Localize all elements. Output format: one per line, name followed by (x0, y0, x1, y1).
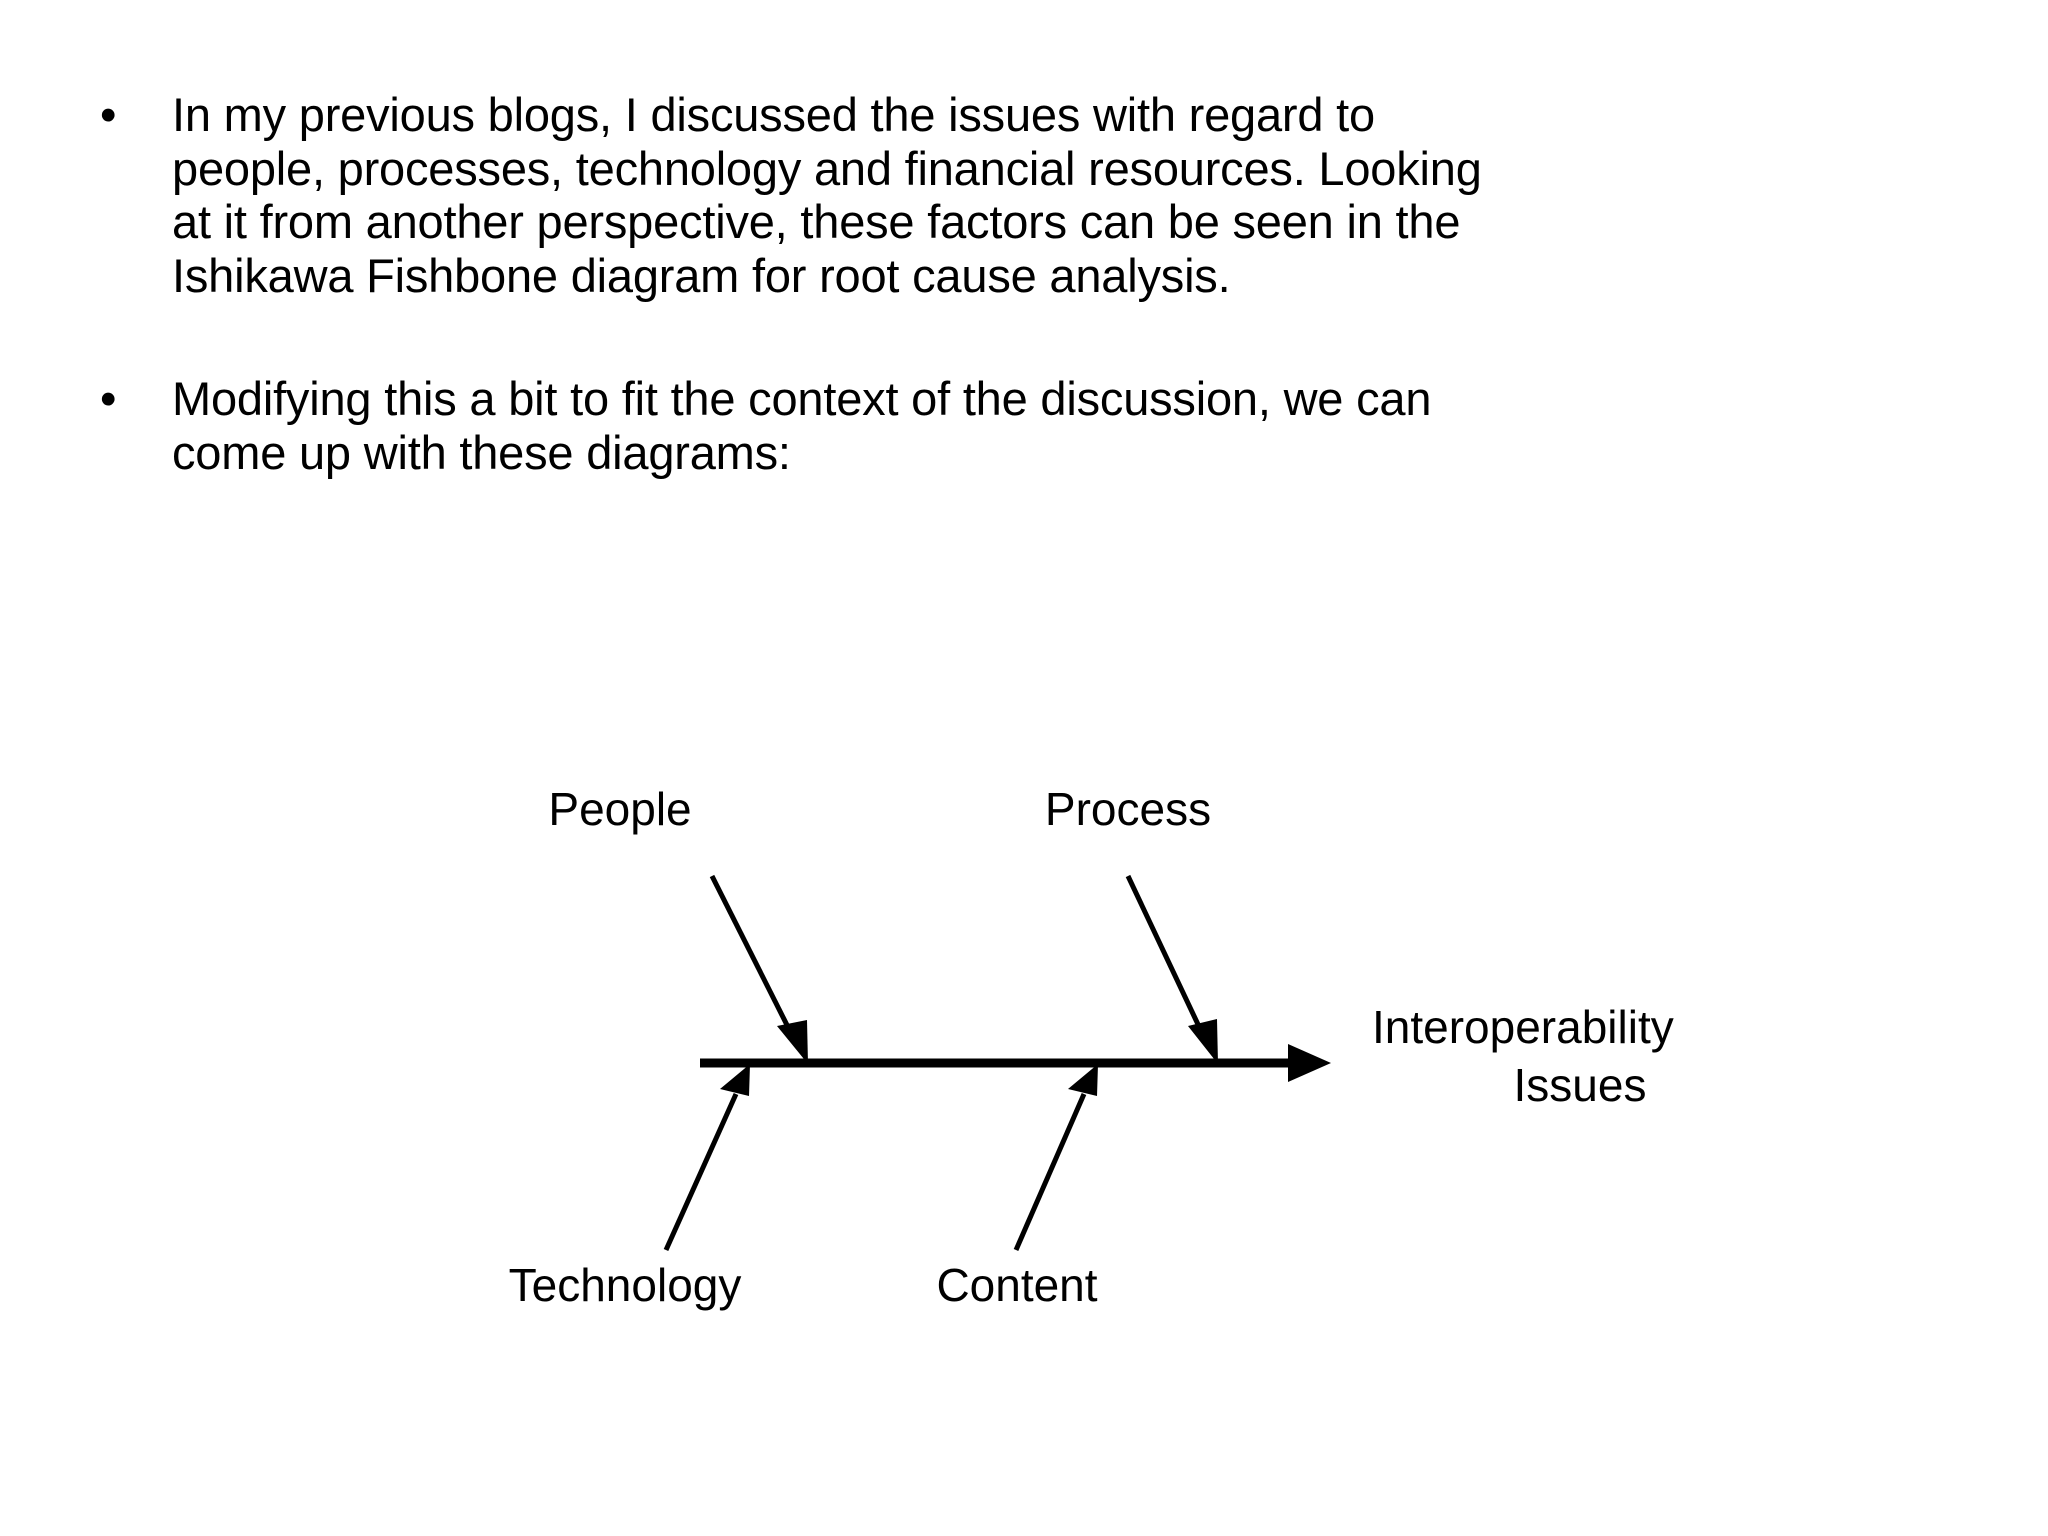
cause-label-content: Content (936, 1259, 1098, 1311)
bone-arrow-technology (663, 1064, 750, 1252)
bone-arrow-content (1013, 1064, 1098, 1251)
list-item: • Modifying this a bit to fit the contex… (86, 372, 1506, 479)
cause-label-process: Process (1044, 783, 1212, 835)
bone-arrow-process (1125, 874, 1218, 1064)
list-item: • In my previous blogs, I discussed the … (86, 88, 1506, 302)
bullet-text: Modifying this a bit to fit the context … (172, 372, 1432, 479)
bullet-list: • In my previous blogs, I discussed the … (86, 88, 1506, 479)
cause-label-technology: Technology (508, 1259, 742, 1311)
effect-label-line-2: Issues (1513, 1059, 1647, 1111)
bullet-marker-icon: • (100, 372, 117, 425)
bullet-text: In my previous blogs, I discussed the is… (172, 88, 1482, 302)
cause-label-people: People (548, 783, 692, 835)
bone-arrow-people (709, 874, 808, 1064)
spine-arrow (700, 1044, 1331, 1082)
bullet-marker-icon: • (100, 88, 117, 141)
effect-label-line-1: Interoperability (1372, 1001, 1674, 1053)
